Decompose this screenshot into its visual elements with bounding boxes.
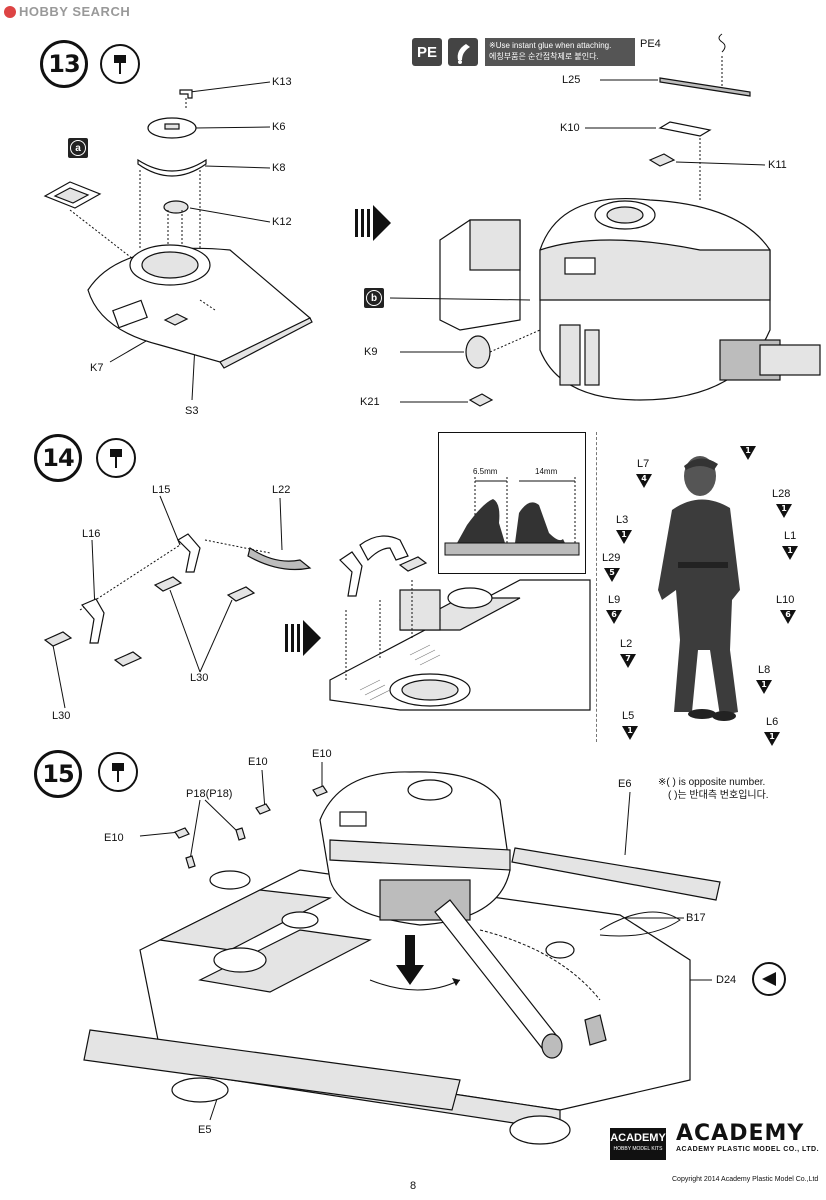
opposite-note-en: ※( ) is opposite number.: [658, 777, 766, 788]
label-k10: K10: [560, 122, 580, 134]
fig-label-l9: L9: [608, 594, 621, 606]
label-b17: B17: [686, 912, 706, 924]
crew-figure-illustration: [658, 456, 740, 721]
turret-assembly-drawing: [389, 33, 821, 407]
fig-num-l7: 4: [636, 474, 652, 488]
fig-label-l1: L1: [784, 530, 797, 542]
dim-14mm: 14mm: [535, 467, 558, 476]
logo-text: HOBBY SEARCH: [19, 4, 131, 19]
fig-num-l3: 1: [616, 530, 632, 544]
label-l15: L15: [152, 484, 171, 496]
fig-num-l9: 6: [606, 610, 622, 624]
label-p18: P18(P18): [186, 788, 233, 800]
hull-parts-drawing: [43, 495, 312, 709]
label-pe4: PE4: [640, 38, 661, 50]
label-l30-b: L30: [52, 710, 71, 722]
detail-box: 6.5mm 14mm: [438, 432, 586, 574]
fig-label-l29: L29: [602, 552, 621, 564]
page-number: 8: [410, 1180, 417, 1192]
logo-badge-icon: [4, 5, 16, 18]
glue-note-ko: 에칭부품은 순간접착제로 붙인다.: [489, 52, 599, 61]
d24-arrow-icon: [752, 962, 786, 996]
fig-num-l8: 1: [756, 680, 772, 694]
label-e6: E6: [618, 778, 632, 790]
label-k12: K12: [272, 216, 292, 228]
glue-icon: [448, 38, 478, 66]
cement-icon-14: [96, 438, 136, 478]
step-15-number: 15: [34, 750, 82, 798]
dim-6-5mm: 6.5mm: [473, 467, 498, 476]
opposite-note-ko: ( )는 반대측 번호입니다.: [668, 790, 769, 801]
fig-label-l7: L7: [637, 458, 650, 470]
fig-label-l5: L5: [622, 710, 635, 722]
academy-box-sub: HOBBY MODEL KITS: [613, 1146, 663, 1152]
label-k8: K8: [272, 162, 286, 174]
cement-icon-15: [98, 752, 138, 792]
academy-brand: ACADEMY ACADEMY PLASTIC MODEL CO., LTD.: [676, 1121, 820, 1154]
cement-icon: [100, 44, 140, 84]
fig-label-l28: L28: [772, 488, 791, 500]
label-e10-c: E10: [104, 832, 124, 844]
tank-final-assembly-drawing: [83, 762, 721, 1145]
fig-num-l6: 1: [764, 732, 780, 746]
label-l30-a: L30: [190, 672, 209, 684]
vertical-divider: [596, 432, 597, 742]
opposite-note: ※( ) is opposite number. ( )는 반대측 번호입니다.: [658, 776, 769, 802]
pe-badge: PE: [412, 38, 442, 66]
fig-label-l2: L2: [620, 638, 633, 650]
label-s3: S3: [185, 405, 199, 417]
hobby-search-logo: HOBBY SEARCH: [4, 4, 130, 19]
academy-brand-sub: ACADEMY PLASTIC MODEL CO., LTD.: [676, 1146, 820, 1153]
label-l16: L16: [82, 528, 101, 540]
fig-num-l28: 1: [776, 504, 792, 518]
glue-note: ※Use instant glue when attaching. 에칭부품은 …: [485, 38, 635, 66]
label-k9: K9: [364, 346, 378, 358]
step14-arrow-icon: [285, 620, 321, 656]
fig-num-l10: 6: [780, 610, 796, 624]
label-k21: K21: [360, 396, 380, 408]
label-k7: K7: [90, 362, 104, 374]
badge-b: b: [364, 288, 384, 308]
fig-num-l5: 1: [622, 726, 638, 740]
label-e5: E5: [198, 1124, 212, 1136]
step13-arrow-icon: [355, 205, 391, 241]
fig-label-l6: L6: [766, 716, 779, 728]
step-13-number: 13: [40, 40, 88, 88]
fig-num-cap: 1: [740, 446, 756, 460]
hull-detail-drawing: [329, 535, 591, 711]
fig-num-l2: 7: [620, 654, 636, 668]
label-l25: L25: [562, 74, 581, 86]
label-d24: D24: [716, 974, 737, 986]
academy-box-logo: ACADEMY HOBBY MODEL KITS: [610, 1128, 666, 1160]
fig-label-l10: L10: [776, 594, 795, 606]
label-e10-a: E10: [248, 756, 268, 768]
academy-brand-text: ACADEMY: [676, 1121, 805, 1146]
step-14-number: 14: [34, 434, 82, 482]
fig-num-l1: 1: [782, 546, 798, 560]
label-l22: L22: [272, 484, 291, 496]
fig-num-l29: 5: [604, 568, 620, 582]
badge-a: a: [68, 138, 88, 158]
academy-box-text: ACADEMY: [610, 1132, 666, 1144]
copyright: Copyright 2014 Academy Plastic Model Co.…: [672, 1176, 819, 1183]
label-k6: K6: [272, 121, 286, 133]
turret-roof-drawing: [43, 81, 313, 401]
glue-note-en: ※Use instant glue when attaching.: [489, 41, 612, 50]
fig-label-l3: L3: [616, 514, 629, 526]
detail-drawing: [444, 477, 580, 556]
fig-label-l8: L8: [758, 664, 771, 676]
label-k13: K13: [272, 76, 292, 88]
label-e10-b: E10: [312, 748, 332, 760]
label-k11: K11: [768, 159, 787, 171]
